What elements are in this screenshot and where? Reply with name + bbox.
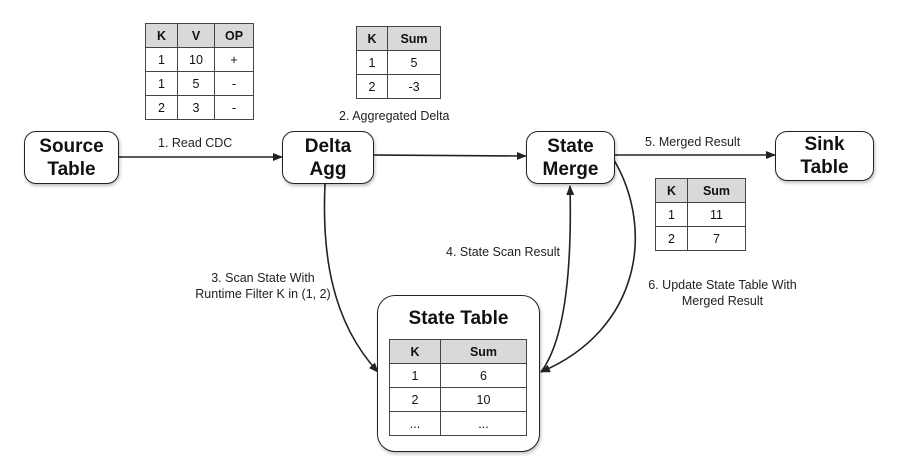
table-cell: 5 (177, 71, 215, 96)
label-aggregated-delta: 2. Aggregated Delta (339, 109, 450, 123)
edge-state-scan-result (540, 185, 575, 373)
table-cell: + (214, 47, 254, 72)
table-cell: 1 (389, 363, 441, 388)
edge-aggregated-delta (373, 151, 527, 160)
table-cell: 10 (440, 387, 527, 412)
table-header-cell: K (145, 23, 178, 48)
table-header-cell: Sum (440, 339, 527, 364)
table-row: ...... (389, 411, 527, 436)
edge-scan-state (323, 183, 379, 373)
table-header-cell: OP (214, 23, 254, 48)
table-cell: 2 (655, 226, 688, 251)
table-cell: - (214, 71, 254, 96)
table-cell: 5 (387, 50, 441, 75)
table-cell: 1 (145, 47, 178, 72)
state-table-title: State Table (408, 308, 509, 329)
table-header-cell: K (655, 178, 688, 203)
table-cell: 1 (356, 50, 388, 75)
table-cell: 2 (356, 74, 388, 99)
label-update-state: 6. Update State Table With Merged Result (648, 278, 797, 308)
label-state-scan-result: 4. State Scan Result (446, 245, 560, 259)
table-cell: 6 (440, 363, 527, 388)
table-header-cell: Sum (387, 26, 441, 51)
table-cell: ... (440, 411, 527, 436)
table-cell: - (214, 95, 254, 120)
node-delta-agg: Delta Agg (282, 131, 374, 184)
label-read-cdc: 1. Read CDC (158, 136, 233, 150)
node-delta-label: Delta Agg (304, 135, 352, 180)
table-header-cell: K (389, 339, 441, 364)
table-cell: 11 (687, 202, 746, 227)
node-source-label: Source Table (39, 135, 104, 180)
table-cell: -3 (387, 74, 441, 99)
table-cell: ... (389, 411, 441, 436)
node-sink-label: Sink Table (800, 134, 849, 178)
table-cell: 10 (177, 47, 215, 72)
edge-update-state (540, 159, 637, 373)
table-cell: 1 (655, 202, 688, 227)
label-merged-result: 5. Merged Result (645, 135, 741, 149)
table-cell: 3 (177, 95, 215, 120)
table-cell: 7 (687, 226, 746, 251)
node-merge-label: State Merge (542, 135, 599, 180)
node-state-merge: State Merge (526, 131, 615, 184)
table-cell: 2 (145, 95, 178, 120)
table-cell: 2 (389, 387, 441, 412)
table-header-cell: K (356, 26, 388, 51)
label-scan-state: 3. Scan State With Runtime Filter K in (… (195, 271, 331, 301)
table-header-cell: Sum (687, 178, 746, 203)
table-header-cell: V (177, 23, 215, 48)
node-sink-table: Sink Table (775, 131, 874, 181)
table-cell: 1 (145, 71, 178, 96)
table-row: 2-3 (356, 74, 441, 99)
node-source-table: Source Table (24, 131, 119, 184)
